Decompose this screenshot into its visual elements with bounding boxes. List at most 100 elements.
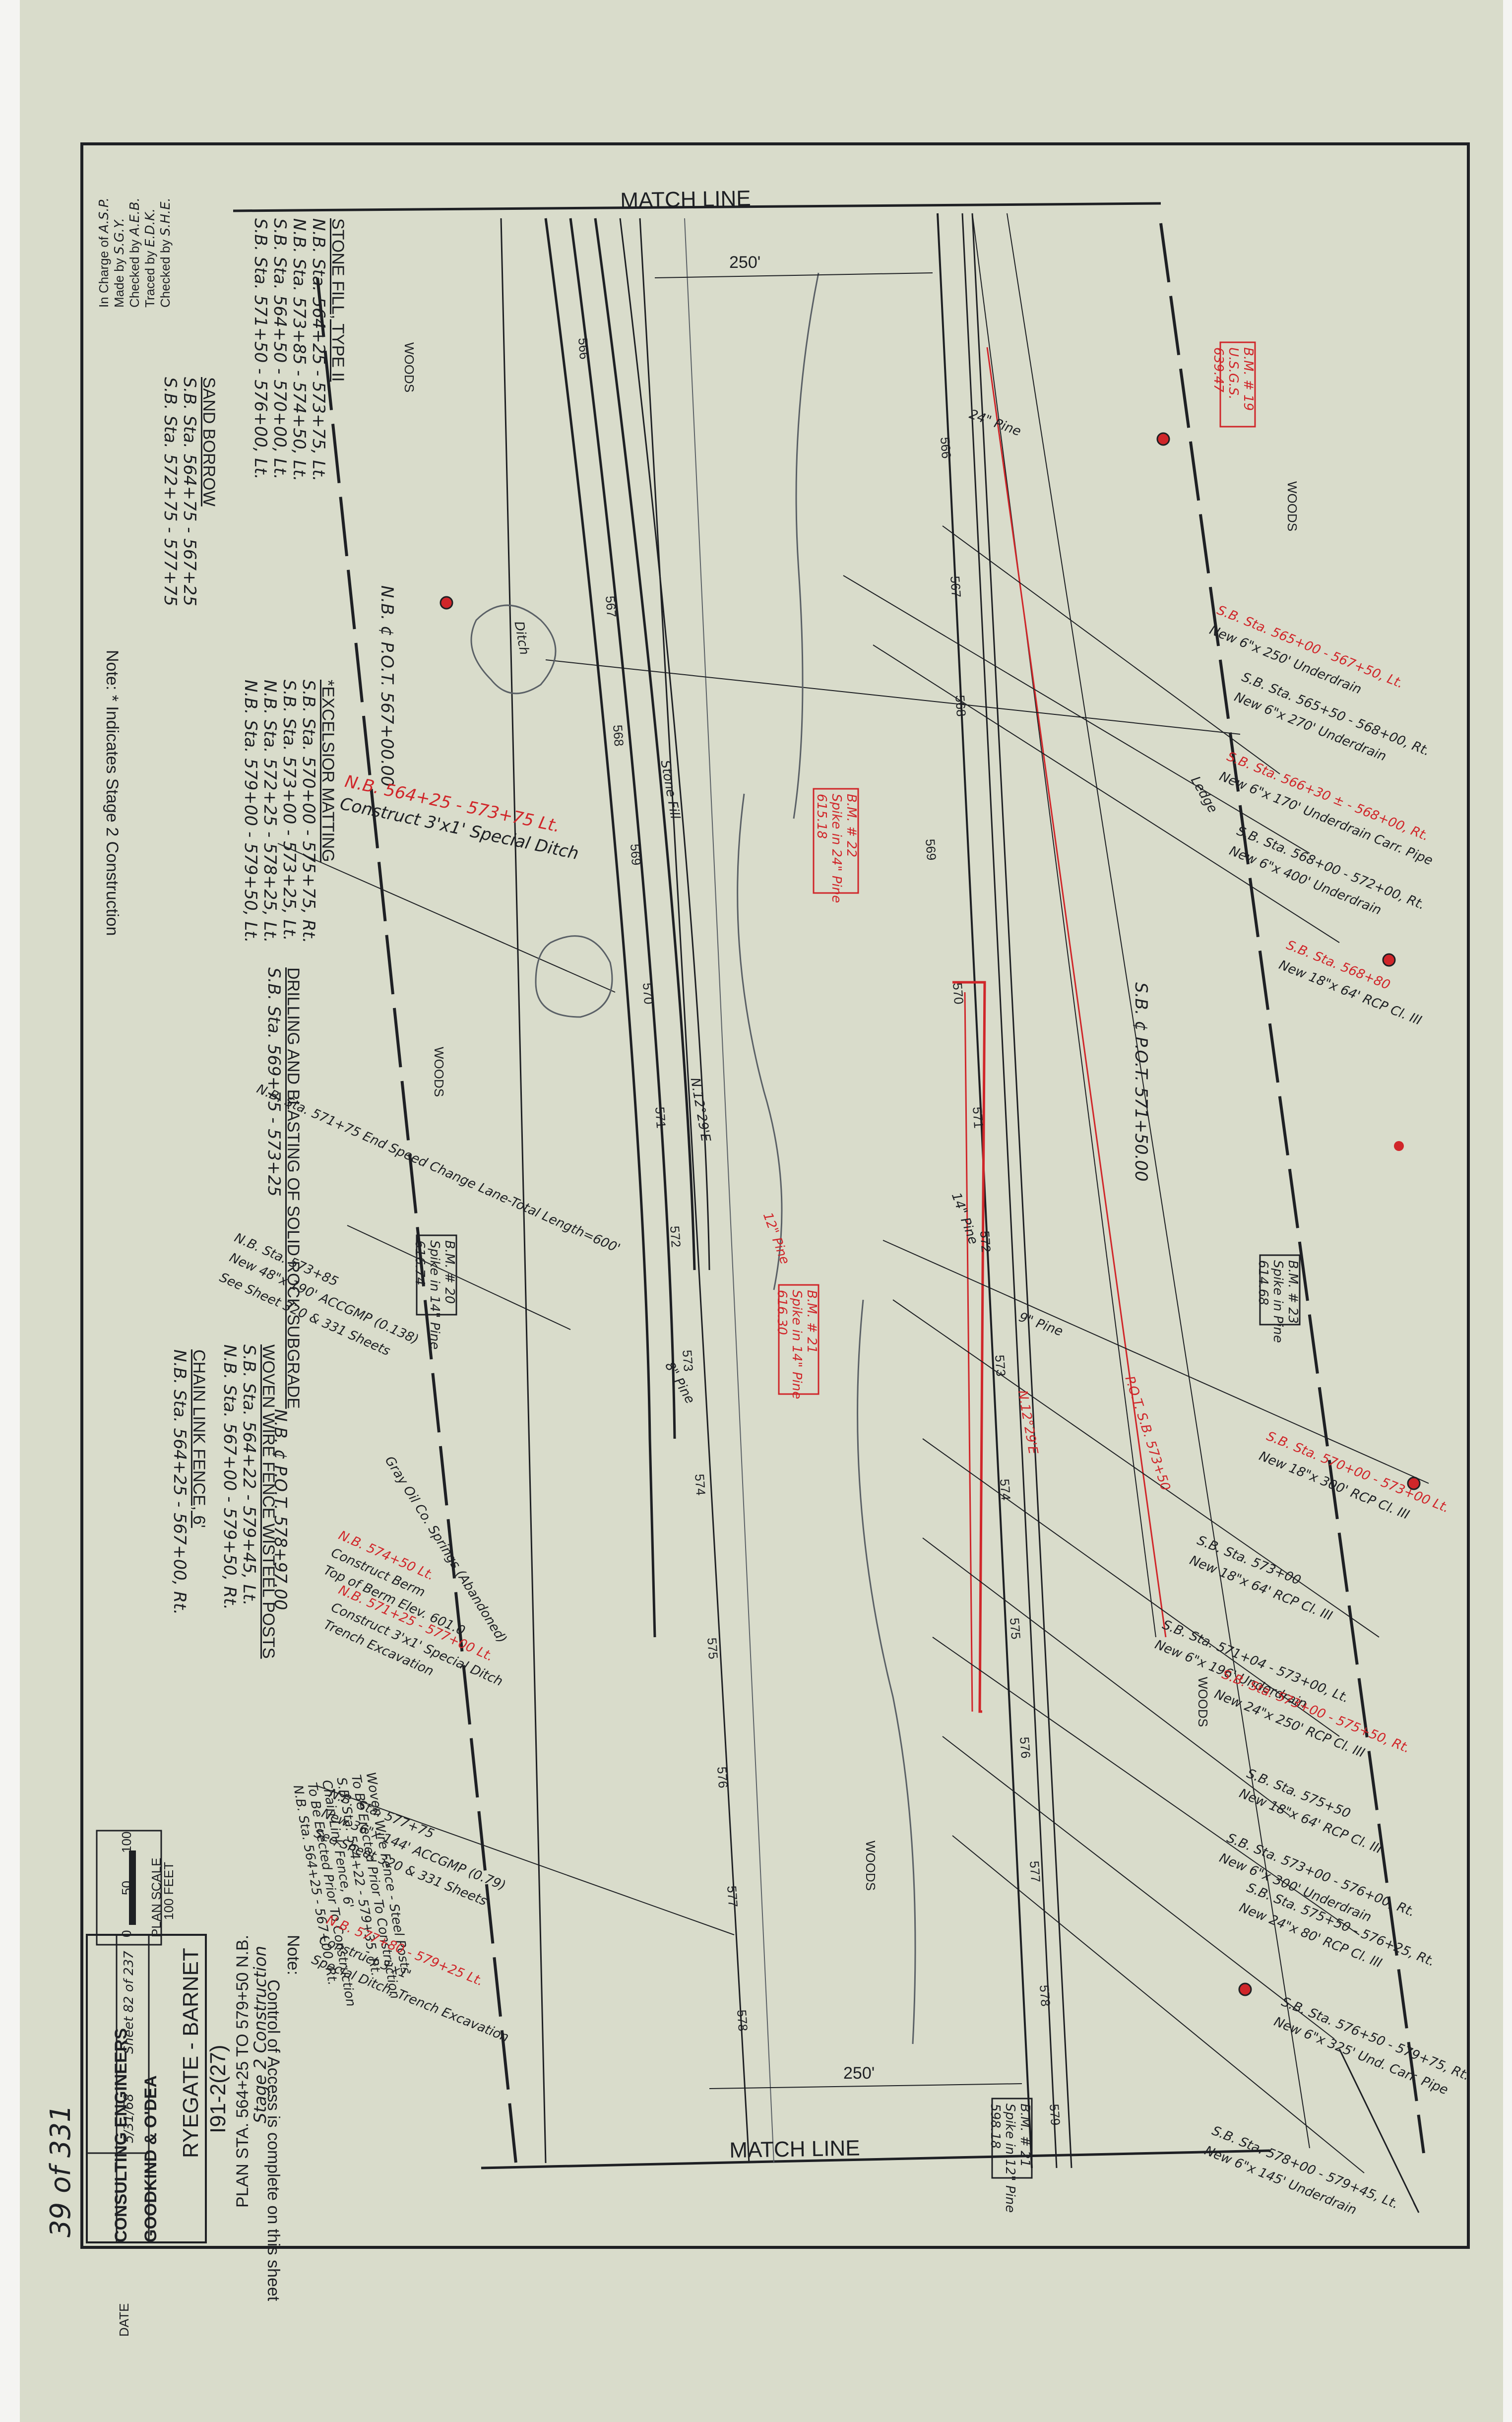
handwritten-number: 39 of 331 (45, 2104, 77, 2237)
nb-centerline (639, 218, 750, 2164)
station-sb: 571 (970, 1106, 987, 1129)
station-nb: 574 (692, 1473, 709, 1496)
marker-dot-6 (1238, 1982, 1252, 1996)
date-label: DATE (117, 2303, 131, 2337)
control-note-text: Control of Access is complete on this sh… (264, 1979, 283, 2301)
bm-box-19 (1219, 341, 1256, 428)
sb-slope-line (1007, 213, 1310, 2149)
nb-roadway-edge-1 (544, 218, 656, 1638)
station-nb: 571 (652, 1106, 669, 1129)
nb-fence-line (316, 277, 517, 2164)
station-nb: 567 (603, 595, 620, 618)
scale-tick-50: 50 (119, 1881, 134, 1895)
woods-outline-3 (737, 793, 783, 1290)
leader-11 (952, 1835, 1365, 2173)
quantity-sand-borrow: SAND BORROW S.B. Sta. 564+75 - 567+25 S.… (160, 377, 218, 606)
sb-fence-line (1159, 223, 1425, 2154)
sig-row: Checked by S.H.E. (157, 197, 173, 308)
station-sb: 566 (938, 437, 954, 459)
bm-box-21b (991, 2098, 1033, 2179)
quantity-chain-link: CHAIN LINK FENCE, 6' N.B. Sta. 564+25 - … (169, 1349, 208, 1615)
marker-dot-4 (1394, 1141, 1404, 1151)
quantity-drilling: DRILLING AND BLASTING OF SOLID ROCK SUBG… (263, 967, 303, 1409)
scale-tick-0: 0 (119, 1930, 134, 1937)
paper (20, 0, 1503, 2422)
match-line-top-label: MATCH LINE (620, 186, 752, 213)
plan-title: PLAN STA. 564+25 TO 579+50 N.B. (233, 1934, 252, 2208)
woods-outline-4 (857, 1299, 916, 2044)
leader-14 (317, 1785, 735, 1935)
station-nb: 569 (628, 843, 644, 866)
woods-label: WOODS (432, 1047, 446, 1097)
sb-centerline (937, 213, 1033, 2168)
nb-roadway-edge-2 (569, 218, 676, 1439)
leader-8 (922, 1537, 1290, 1816)
station-sb: 579 (1047, 2103, 1064, 2126)
scale-bar (129, 1850, 136, 1925)
leader-4 (873, 644, 1340, 943)
bm-box-20 (416, 1234, 457, 1316)
sb-pot-1: S.B. ¢ P.O.T. 571+50.00 (1131, 982, 1151, 1182)
station-sb: 576 (1017, 1736, 1034, 1759)
woods-label: WOODS (863, 1841, 878, 1891)
station-sb: 575 (1007, 1617, 1024, 1640)
woods-outline-5 (793, 272, 819, 819)
dim-bottom: 250' (843, 2064, 875, 2083)
scale-unit: 100 FEET (161, 1861, 176, 1920)
bm-box-21 (778, 1284, 819, 1395)
date-value: 5/31/68 (122, 2093, 136, 2143)
station-sb: 568 (952, 695, 969, 717)
station-sb: 578 (1037, 1984, 1054, 2007)
scale-box (96, 1830, 162, 1946)
project-number: I91-2(27) (206, 2044, 230, 2133)
red-ditch (952, 981, 986, 1713)
bm-box-23 (1259, 1254, 1301, 1326)
nb-row-line-2 (684, 218, 774, 2164)
scale-tick-100: 100 (119, 1831, 134, 1853)
north-arrow-icon (1338, 2048, 1420, 2213)
leader-10 (942, 1736, 1335, 2040)
station-sb: 569 (923, 838, 940, 861)
sb-row-line (972, 213, 1156, 1638)
station-sb: 577 (1027, 1860, 1044, 1883)
sb-edge-2 (971, 213, 1072, 2168)
match-line-bottom (481, 2149, 1270, 2169)
firm-name: GOODKIND & O'DEA (141, 2075, 160, 2242)
stage-note: Note: * Indicates Stage 2 Construction (103, 650, 122, 936)
station-nb: 577 (724, 1885, 741, 1908)
marker-dot-2 (440, 596, 453, 610)
sig-row: Checked by A.E.B. (126, 197, 142, 308)
sheet-border (80, 142, 1470, 2249)
nb-pot-2: N.B. ¢ P.O.T. 578+97.00 (270, 1409, 290, 1610)
nb-roadway-edge-3 (594, 218, 696, 1271)
quantity-woven-fence: WOVEN WIRE FENCE WISTEEL POSTS S.B. Sta.… (219, 1344, 278, 1659)
leader-13 (347, 1225, 571, 1330)
leader-1 (545, 659, 1241, 735)
red-pot-line (986, 347, 1167, 1638)
leader-5 (882, 1240, 1429, 1484)
control-note-heading: Note: (284, 1935, 303, 1976)
station-nb: 566 (575, 337, 592, 360)
nb-pot-1: N.B. ¢ P.O.T. 567+00.00 (377, 585, 397, 787)
nb-row-line (500, 218, 547, 2164)
sheet-number: Sheet 82 of 237 (122, 1951, 136, 2054)
station-nb: 570 (640, 982, 657, 1005)
station-sb: 574 (997, 1478, 1014, 1501)
leader-3 (843, 575, 1310, 854)
leader-12 (277, 843, 616, 993)
station-nb: 578 (734, 2009, 751, 2032)
marker-dot-3 (1382, 953, 1396, 967)
station-nb: 572 (667, 1225, 684, 1248)
dim-line-top (654, 272, 933, 278)
station-sb: 570 (950, 982, 967, 1005)
leader-6 (892, 1299, 1380, 1638)
leader-9 (932, 1637, 1360, 1935)
marker-dot-1 (1156, 432, 1170, 446)
